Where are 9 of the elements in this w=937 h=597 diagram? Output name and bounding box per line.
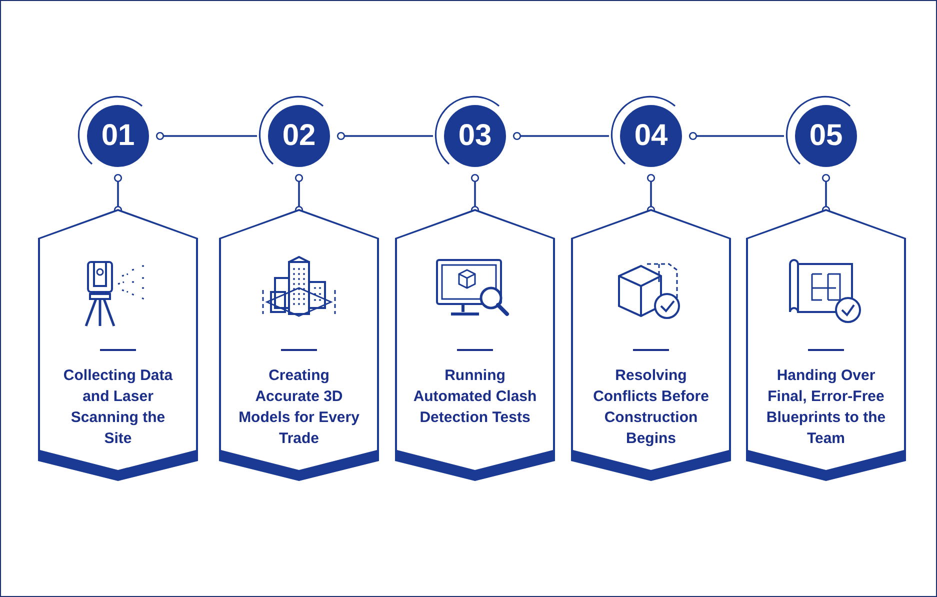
step-title: Handing Over Final, Error-Free Blueprints to the Team [765, 366, 887, 449]
step-title: Resolving Conflicts Before Construction Begins [592, 366, 710, 449]
connector-line [336, 132, 433, 140]
step-title: Collecting Data and Laser Scanning the Site [62, 366, 174, 449]
step-title: Running Automated Clash Detection Tests [413, 366, 537, 428]
step-title: Creating Accurate 3D Models for Every Trade [238, 366, 360, 449]
connector-line [156, 132, 257, 140]
connector-line [688, 132, 784, 140]
connector-line [512, 132, 609, 140]
